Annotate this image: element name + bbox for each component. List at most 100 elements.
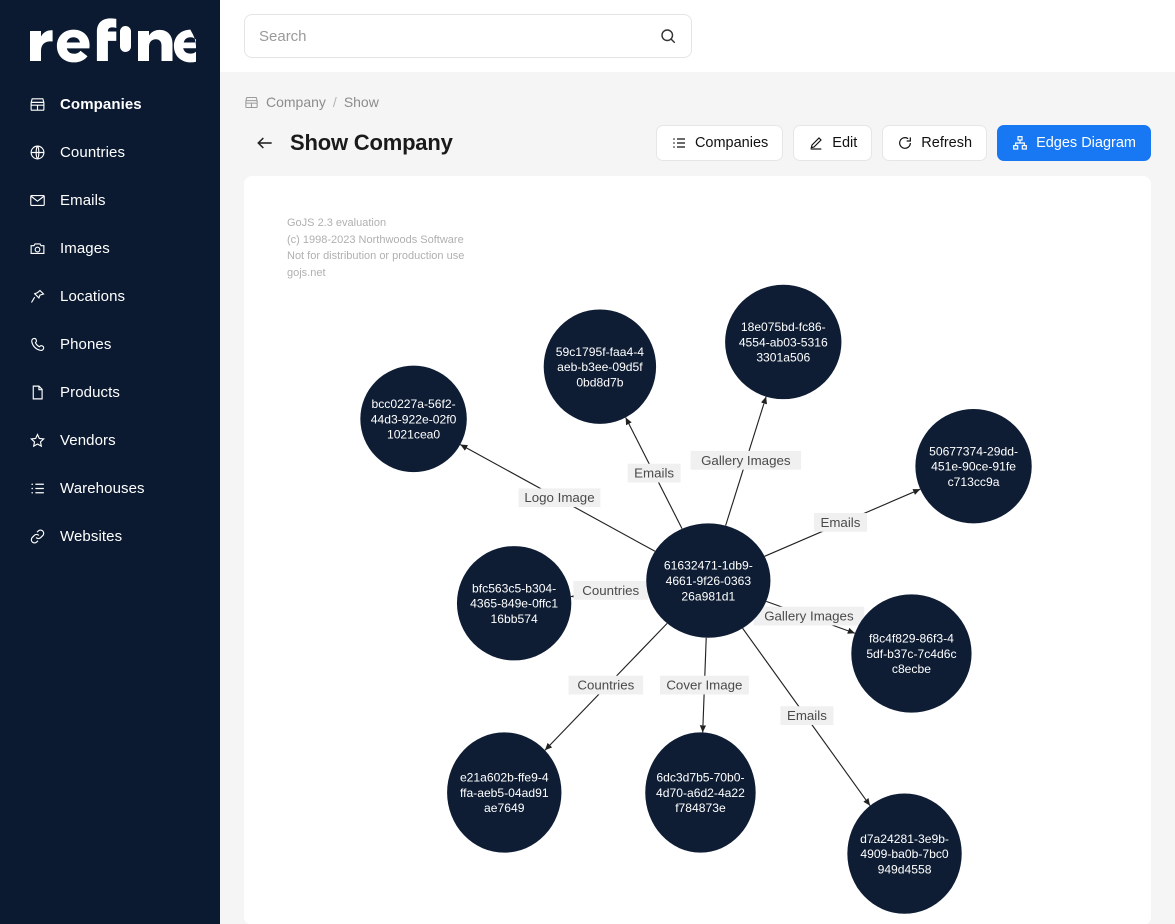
node-circle[interactable] xyxy=(725,284,842,400)
node-circle[interactable] xyxy=(543,309,657,424)
node-circle[interactable] xyxy=(447,732,562,853)
edge-label[interactable]: Logo Image xyxy=(518,488,601,508)
edge-label-text: Gallery Images xyxy=(701,453,791,468)
edge-label-plate xyxy=(780,706,834,725)
breadcrumb-item-show[interactable]: Show xyxy=(343,94,379,110)
edge-label[interactable]: Emails xyxy=(813,513,867,532)
node-circle[interactable] xyxy=(646,523,771,638)
brand-logo[interactable] xyxy=(0,0,220,76)
sidebar-item-products[interactable]: Products xyxy=(0,368,220,416)
node-label: 16bb574 xyxy=(491,612,538,626)
sidebar-item-phones[interactable]: Phones xyxy=(0,320,220,368)
node-label: 26a981d1 xyxy=(681,589,735,603)
refresh-button[interactable]: Refresh xyxy=(882,125,988,161)
node-label: c713cc9a xyxy=(948,475,1000,489)
node-label: 451e-90ce-91fe xyxy=(931,460,1016,474)
edge-label[interactable]: Gallery Images xyxy=(690,450,802,470)
sidebar-item-locations[interactable]: Locations xyxy=(0,272,220,320)
envelope-icon xyxy=(28,191,46,209)
edge-label[interactable]: Countries xyxy=(573,581,649,600)
sidebar-item-label: Companies xyxy=(60,95,142,113)
node-label: c8ecbe xyxy=(892,662,931,676)
node-label: 4365-849e-0ffc1 xyxy=(470,597,558,611)
sidebar-item-companies[interactable]: Companies xyxy=(0,80,220,128)
list-icon xyxy=(671,135,687,151)
back-button[interactable] xyxy=(250,128,280,158)
node-label: bfc563c5-b304- xyxy=(472,581,556,595)
sidebar-item-vendors[interactable]: Vendors xyxy=(0,416,220,464)
edge-label-text: Gallery Images xyxy=(764,609,854,624)
arrow-left-icon xyxy=(255,133,275,153)
button-label: Refresh xyxy=(921,135,973,151)
node-label: 44d3-922e-02f0 xyxy=(371,412,457,426)
edge-label[interactable]: Countries xyxy=(568,675,644,695)
edge-label[interactable]: Emails xyxy=(627,463,681,483)
edge-label-text: Cover Image xyxy=(666,678,742,693)
edge-label-plate xyxy=(568,675,644,695)
node-label: 5df-b37c-7c4d6c xyxy=(866,647,956,661)
link-icon xyxy=(28,527,46,545)
edge-label-plate xyxy=(813,513,867,532)
sidebar-item-countries[interactable]: Countries xyxy=(0,128,220,176)
breadcrumb-item-company[interactable]: Company xyxy=(266,94,326,110)
pin-icon xyxy=(28,287,46,305)
edge-label[interactable]: Gallery Images xyxy=(753,606,865,626)
button-label: Edit xyxy=(832,135,858,151)
edges-diagram-button[interactable]: Edges Diagram xyxy=(997,125,1151,161)
action-buttons: Companies Edit Refresh xyxy=(655,125,1151,161)
node-circle[interactable] xyxy=(360,365,467,473)
node-label: e21a602b-ffe9-4 xyxy=(460,771,549,785)
sidebar-item-images[interactable]: Images xyxy=(0,224,220,272)
sidebar-item-label: Products xyxy=(60,383,120,401)
camera-icon xyxy=(28,239,46,257)
node-label: 3301a506 xyxy=(756,351,810,365)
sidebar-item-warehouses[interactable]: Warehouses xyxy=(0,464,220,512)
content-region: Company / Show Show Company Compan xyxy=(220,72,1175,924)
breadcrumb-separator: / xyxy=(332,94,337,110)
node-label: 4909-ba0b-7bc0 xyxy=(860,847,948,861)
sidebar-item-label: Countries xyxy=(60,143,126,161)
node-circle[interactable] xyxy=(456,546,572,661)
node-label: 6dc3d7b5-70b0- xyxy=(656,771,744,785)
node-label: 61632471-1db9- xyxy=(664,559,753,573)
node-label: f8c4f829-86f3-4 xyxy=(869,632,954,646)
node-circle[interactable] xyxy=(915,409,1032,524)
node-circle[interactable] xyxy=(847,793,962,914)
companies-button[interactable]: Companies xyxy=(655,125,784,161)
sidebar-item-emails[interactable]: Emails xyxy=(0,176,220,224)
sidebar-item-label: Websites xyxy=(60,527,123,545)
search-box[interactable] xyxy=(244,14,692,58)
node-label: 4661-9f26-0363 xyxy=(666,574,752,588)
node-label: bcc0227a-56f2- xyxy=(371,397,455,411)
diagram-card: GoJS 2.3 evaluation (c) 1998-2023 Northw… xyxy=(244,176,1151,924)
list-icon xyxy=(28,479,46,497)
node-circle[interactable] xyxy=(645,732,756,853)
search-input[interactable] xyxy=(259,27,659,45)
search-icon[interactable] xyxy=(659,27,677,45)
node-label: d7a24281-3e9b- xyxy=(860,832,949,846)
node-label: ae7649 xyxy=(484,801,525,815)
globe-icon xyxy=(28,143,46,161)
edge-label-text: Emails xyxy=(787,708,827,723)
edge-label[interactable]: Cover Image xyxy=(659,675,749,695)
sidebar-item-label: Phones xyxy=(60,335,112,353)
edit-button[interactable]: Edit xyxy=(793,125,873,161)
sidebar-item-websites[interactable]: Websites xyxy=(0,512,220,560)
node-circle[interactable] xyxy=(851,594,972,713)
edge-label[interactable]: Emails xyxy=(780,706,834,725)
node-label: 0bd8d7b xyxy=(576,375,623,389)
